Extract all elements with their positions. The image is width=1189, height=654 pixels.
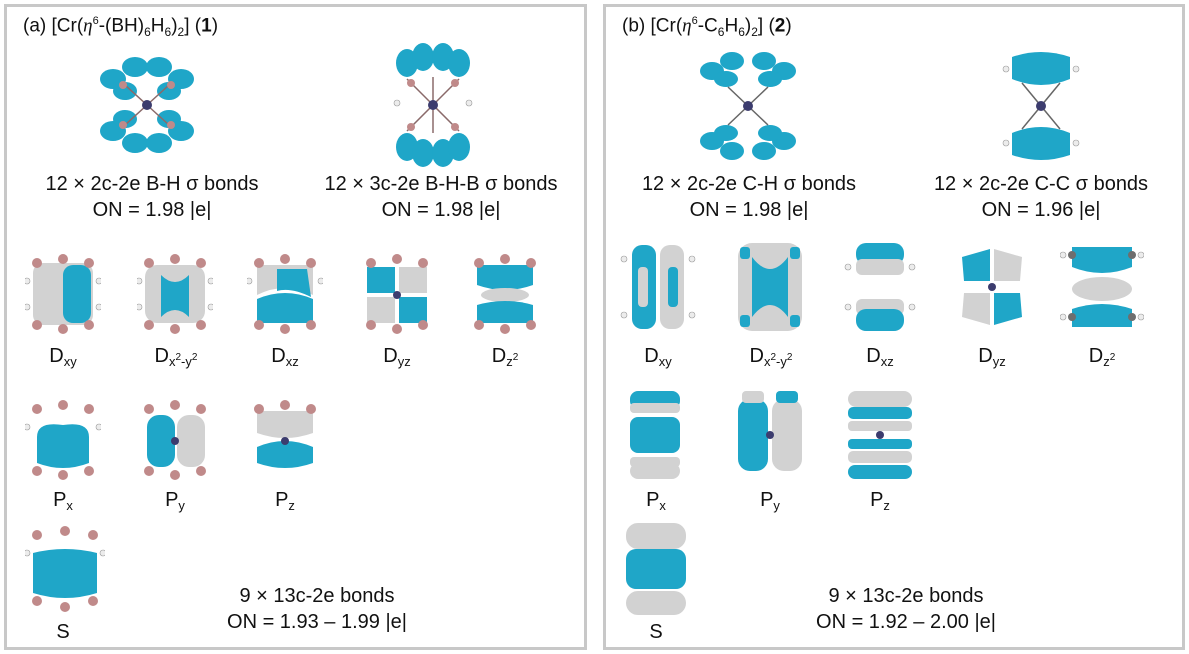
cc-sigma-orbital-image (1002, 52, 1080, 160)
py-label: Py (165, 489, 185, 513)
panel-b-title: (b) [Cr(η6-C6H6)2] (2) (622, 15, 792, 40)
dxy-orbital-image (25, 254, 101, 334)
dyz-orbital-image-b (962, 249, 1022, 325)
s-orbital-image (25, 526, 105, 612)
pz-orbital-image-b (848, 391, 912, 479)
dz2-orbital-image (474, 254, 536, 334)
dxy-label: Dxy (49, 345, 77, 369)
dz2-label-b: Dz2 (1088, 345, 1116, 369)
panel-b: (b) [Cr(η6-C6H6)2] (2) 12 × 2c-2e C-H σ … (603, 4, 1185, 650)
pz-label: Pz (275, 489, 295, 513)
py-orbital-image-b (738, 391, 802, 471)
pz-label-b: Pz (870, 489, 890, 513)
s-label-b: S (649, 621, 663, 643)
bhb-sigma-orbital-image (393, 43, 473, 167)
ch-sigma-orbital-image (700, 52, 796, 160)
panel-a-title: (a) [Cr(η6-(BH)6H6)2] (1) (23, 15, 219, 40)
px-orbital-image-b (630, 391, 680, 479)
dyz-orbital-image (366, 254, 428, 334)
dyz-label: Dyz (383, 345, 411, 369)
dxz-label-b: Dxz (866, 345, 894, 369)
py-label-b: Py (760, 489, 780, 513)
s-label: S (56, 621, 70, 643)
dz2-label: Dz2 (491, 345, 519, 369)
dxz-label: Dxz (271, 345, 299, 369)
dz2-orbital-image-b (1060, 247, 1144, 327)
dxz-orbital-image-b (844, 243, 916, 331)
dx2y2-orbital-image-b (738, 243, 802, 331)
dx2y2-label-b: Dx2-y2 (749, 345, 793, 369)
px-orbital-image (25, 400, 101, 480)
pz-orbital-image (254, 400, 316, 468)
bh-sigma-orbital-image (100, 57, 194, 153)
dxz-orbital-image (247, 254, 323, 334)
dx2y2-label: Dx2-y2 (154, 345, 198, 369)
px-label: Px (53, 489, 73, 513)
dyz-label-b: Dyz (978, 345, 1006, 369)
dx2y2-orbital-image (137, 254, 213, 334)
s-orbital-image-b (626, 523, 686, 615)
dxy-orbital-image-b (620, 245, 696, 329)
py-orbital-image (144, 400, 206, 480)
px-label-b: Px (646, 489, 666, 513)
panel-a: (a) [Cr(η6-(BH)6H6)2] (1) 12 × 2c-2e B-H… (4, 4, 587, 650)
dxy-label-b: Dxy (644, 345, 672, 369)
